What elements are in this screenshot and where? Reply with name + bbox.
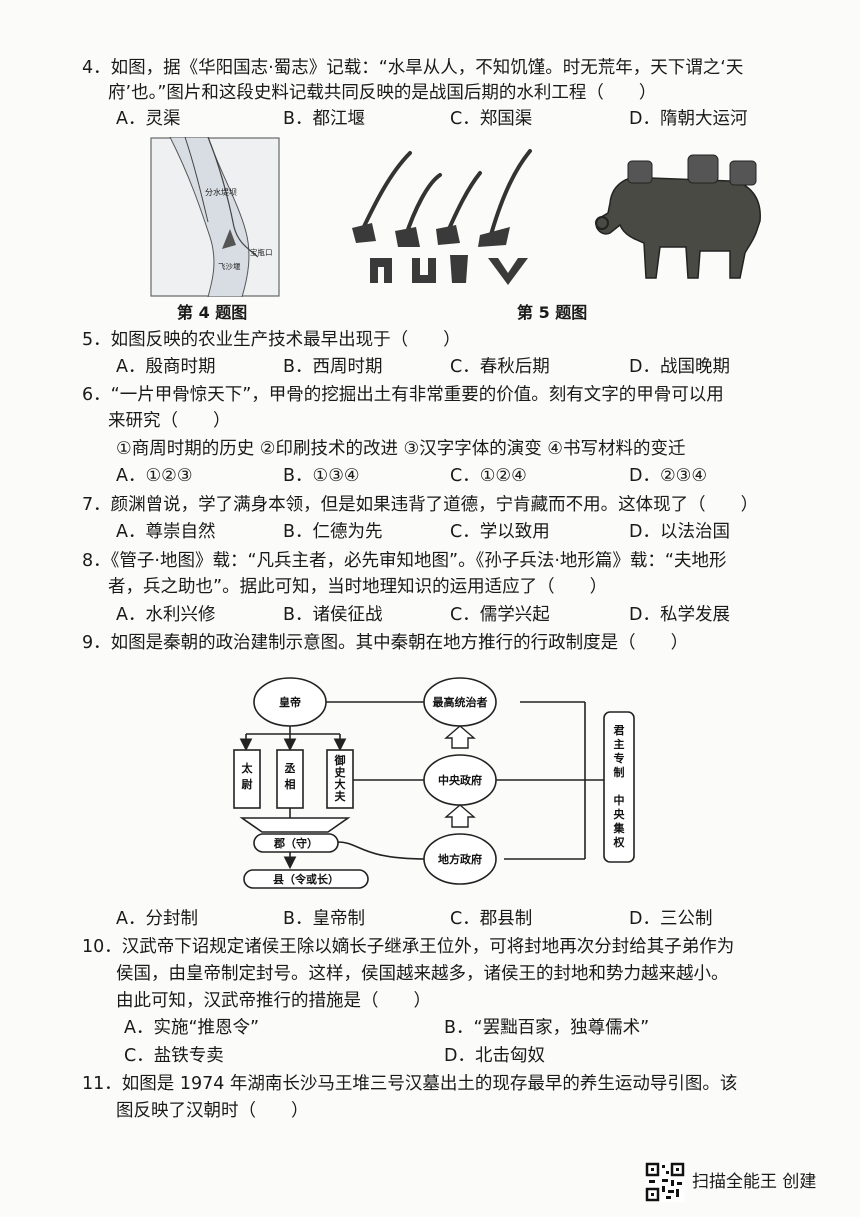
q7-stem: 7．颜渊曾说，学了满身本领，但是如果违背了道德，宁肯藏而不用。这体现了（ ） bbox=[82, 495, 759, 515]
q9-option-d: D．三公制 bbox=[629, 909, 713, 929]
q10-stem-line3: 由此可知，汉武帝推行的措施是（ ） bbox=[116, 991, 431, 1011]
diagram-side-2: 中 bbox=[614, 793, 625, 807]
q6-option-b: B．①③④ bbox=[283, 466, 360, 486]
q8-option-b: B．诸侯征战 bbox=[283, 605, 383, 625]
diagram-chengxiang-2: 相 bbox=[285, 777, 296, 791]
diagram-emperor: 皇帝 bbox=[279, 695, 301, 709]
diagram-chengxiang-1: 丞 bbox=[285, 761, 296, 775]
q4-option-d: D．隋朝大运河 bbox=[629, 109, 748, 129]
q9-option-a: A．分封制 bbox=[116, 909, 198, 929]
svg-text:专: 专 bbox=[614, 751, 625, 765]
q10-option-c: C．盐铁专卖 bbox=[124, 1046, 224, 1066]
map-label-feishayan: 飞沙堰 bbox=[218, 261, 241, 271]
q4-option-a: A．灵渠 bbox=[116, 109, 181, 129]
q6-items: ①商周时期的历史 ②印刷技术的改进 ③汉字字体的演变 ④书写材料的变迁 bbox=[116, 439, 686, 459]
q4-stem-line2: 府’也。”图片和这段史料记载共同反映的是战国后期的水利工程（ ） bbox=[108, 83, 657, 103]
q4-option-c: C．郑国渠 bbox=[450, 109, 533, 129]
farm-tools-figure bbox=[350, 143, 545, 291]
q5-option-a: A．殷商时期 bbox=[116, 357, 216, 377]
diagram-taiwei-2: 尉 bbox=[242, 777, 253, 791]
q9-stem: 9．如图是秦朝的政治建制示意图。其中秦朝在地方推行的行政制度是（ ） bbox=[82, 633, 689, 653]
diagram-taiwei-1: 太 bbox=[241, 761, 254, 775]
svg-text:央: 央 bbox=[614, 807, 626, 821]
dujiangyan-map-figure: 分水堤坝 宝瓶口 飞沙堰 bbox=[150, 136, 280, 298]
q4-stem-line1: 4．如图，据《华阳国志·蜀志》记载：“水旱从人，不知饥馑。时无荒年，天下谓之‘天 bbox=[82, 58, 744, 78]
q9-option-c: C．郡县制 bbox=[450, 909, 533, 929]
svg-text:制: 制 bbox=[614, 765, 625, 779]
map-label-dam: 分水堤坝 bbox=[205, 187, 237, 197]
q6-option-c: C．①②④ bbox=[450, 466, 527, 486]
q5-option-d: D．战国晚期 bbox=[629, 357, 730, 377]
q9-option-b: B．皇帝制 bbox=[283, 909, 366, 929]
diagram-yushi-4: 夫 bbox=[335, 789, 347, 803]
q8-option-c: C．儒学兴起 bbox=[450, 605, 550, 625]
q10-option-d: D．北击匈奴 bbox=[444, 1046, 545, 1066]
qin-political-system-diagram: 皇帝 太 尉 丞 相 御 史 大 夫 郡（守） 县（令或长） 最高统治者 中央政… bbox=[230, 672, 650, 894]
q11-stem-line2: 图反映了汉朝时（ ） bbox=[116, 1101, 309, 1121]
diagram-yushi-1: 御 bbox=[334, 753, 346, 767]
bronze-ox-figure bbox=[580, 143, 775, 283]
q5-option-c: C．春秋后期 bbox=[450, 357, 550, 377]
diagram-local: 地方政府 bbox=[438, 852, 482, 866]
q4-figure-caption: 第 4 题图 bbox=[177, 303, 248, 322]
q4-option-b: B．都江堰 bbox=[283, 109, 366, 129]
q8-stem-line1: 8．《管子·地图》载：“凡兵主者，必先审知地图”。《孙子兵法·地形篇》载：“夫地… bbox=[82, 551, 727, 571]
q6-stem-line2: 来研究（ ） bbox=[108, 411, 231, 431]
q10-stem-line2: 侯国，由皇帝制定封号。这样，侯国越来越多，诸侯王的封地和势力越来越小。 bbox=[116, 964, 729, 984]
q6-option-d: D．②③④ bbox=[629, 466, 708, 486]
svg-text:权: 权 bbox=[613, 835, 626, 849]
q8-stem-line2: 者，兵之助也”。据此可知，当时地理知识的运用适应了（ ） bbox=[108, 577, 608, 597]
q7-option-a: A．尊崇自然 bbox=[116, 522, 216, 542]
q10-option-b: B．“罢黜百家，独尊儒术” bbox=[444, 1018, 650, 1038]
diagram-yushi-2: 史 bbox=[335, 765, 347, 779]
q7-option-c: C．学以致用 bbox=[450, 522, 550, 542]
q11-stem-line1: 11．如图是 1974 年湖南长沙马王堆三号汉墓出土的现存最早的养生运动导引图。… bbox=[82, 1074, 738, 1094]
q5-figure-caption: 第 5 题图 bbox=[517, 303, 588, 322]
diagram-jun: 郡（守） bbox=[273, 836, 318, 850]
diagram-yushi-3: 大 bbox=[335, 777, 346, 791]
q5-option-b: B．西周时期 bbox=[283, 357, 383, 377]
q6-stem-line1: 6．“一片甲骨惊天下”，甲骨的挖掘出土有非常重要的价值。刻有文字的甲骨可以用 bbox=[82, 385, 724, 405]
diagram-xian: 县（令或长） bbox=[273, 872, 339, 886]
svg-text:主: 主 bbox=[614, 737, 625, 751]
q8-option-d: D．私学发展 bbox=[629, 605, 730, 625]
q6-option-a: A．①②③ bbox=[116, 466, 193, 486]
q10-option-a: A．实施“推恩令” bbox=[124, 1018, 260, 1038]
svg-text:集: 集 bbox=[613, 821, 626, 835]
q7-option-b: B．仁德为先 bbox=[283, 522, 383, 542]
footer-watermark-text: 扫描全能王 创建 bbox=[692, 1172, 817, 1192]
q8-option-a: A．水利兴修 bbox=[116, 605, 216, 625]
diagram-central: 中央政府 bbox=[438, 773, 482, 787]
diagram-side-1: 君 bbox=[614, 724, 625, 737]
q10-stem-line1: 10．汉武帝下诏规定诸侯王除以嫡长子继承王位外，可将封地再次分封给其子弟作为 bbox=[82, 937, 735, 957]
q7-option-d: D．以法治国 bbox=[629, 522, 730, 542]
diagram-supreme: 最高统治者 bbox=[433, 695, 488, 709]
q5-stem: 5．如图反映的农业生产技术最早出现于（ ） bbox=[82, 330, 461, 350]
qr-code-icon bbox=[645, 1162, 685, 1202]
map-label-baopingkou: 宝瓶口 bbox=[250, 247, 273, 257]
